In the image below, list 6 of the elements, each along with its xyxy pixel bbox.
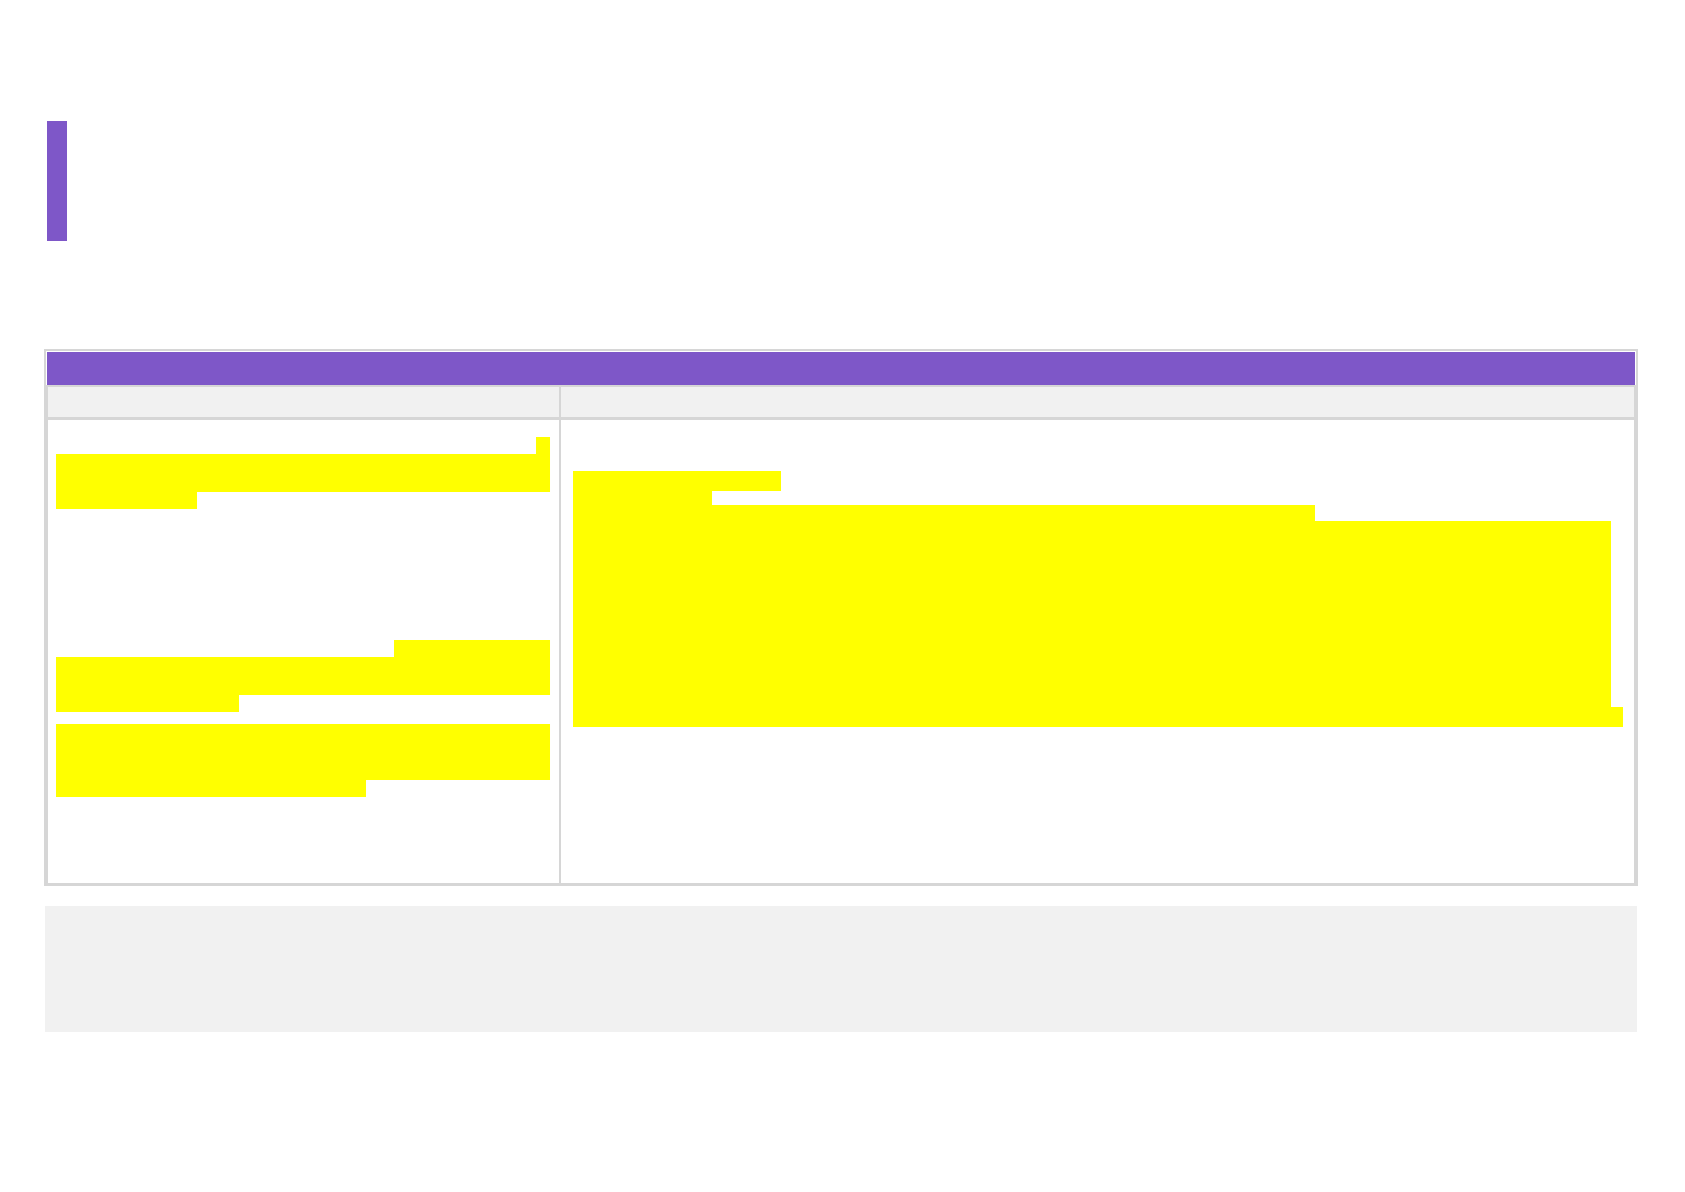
header-cell xyxy=(46,385,561,419)
highlight-block xyxy=(56,640,550,712)
highlight-block xyxy=(573,471,1623,727)
highlight-block xyxy=(56,437,550,509)
table-header-bar xyxy=(47,352,1635,385)
title-accent-bar xyxy=(47,121,67,241)
